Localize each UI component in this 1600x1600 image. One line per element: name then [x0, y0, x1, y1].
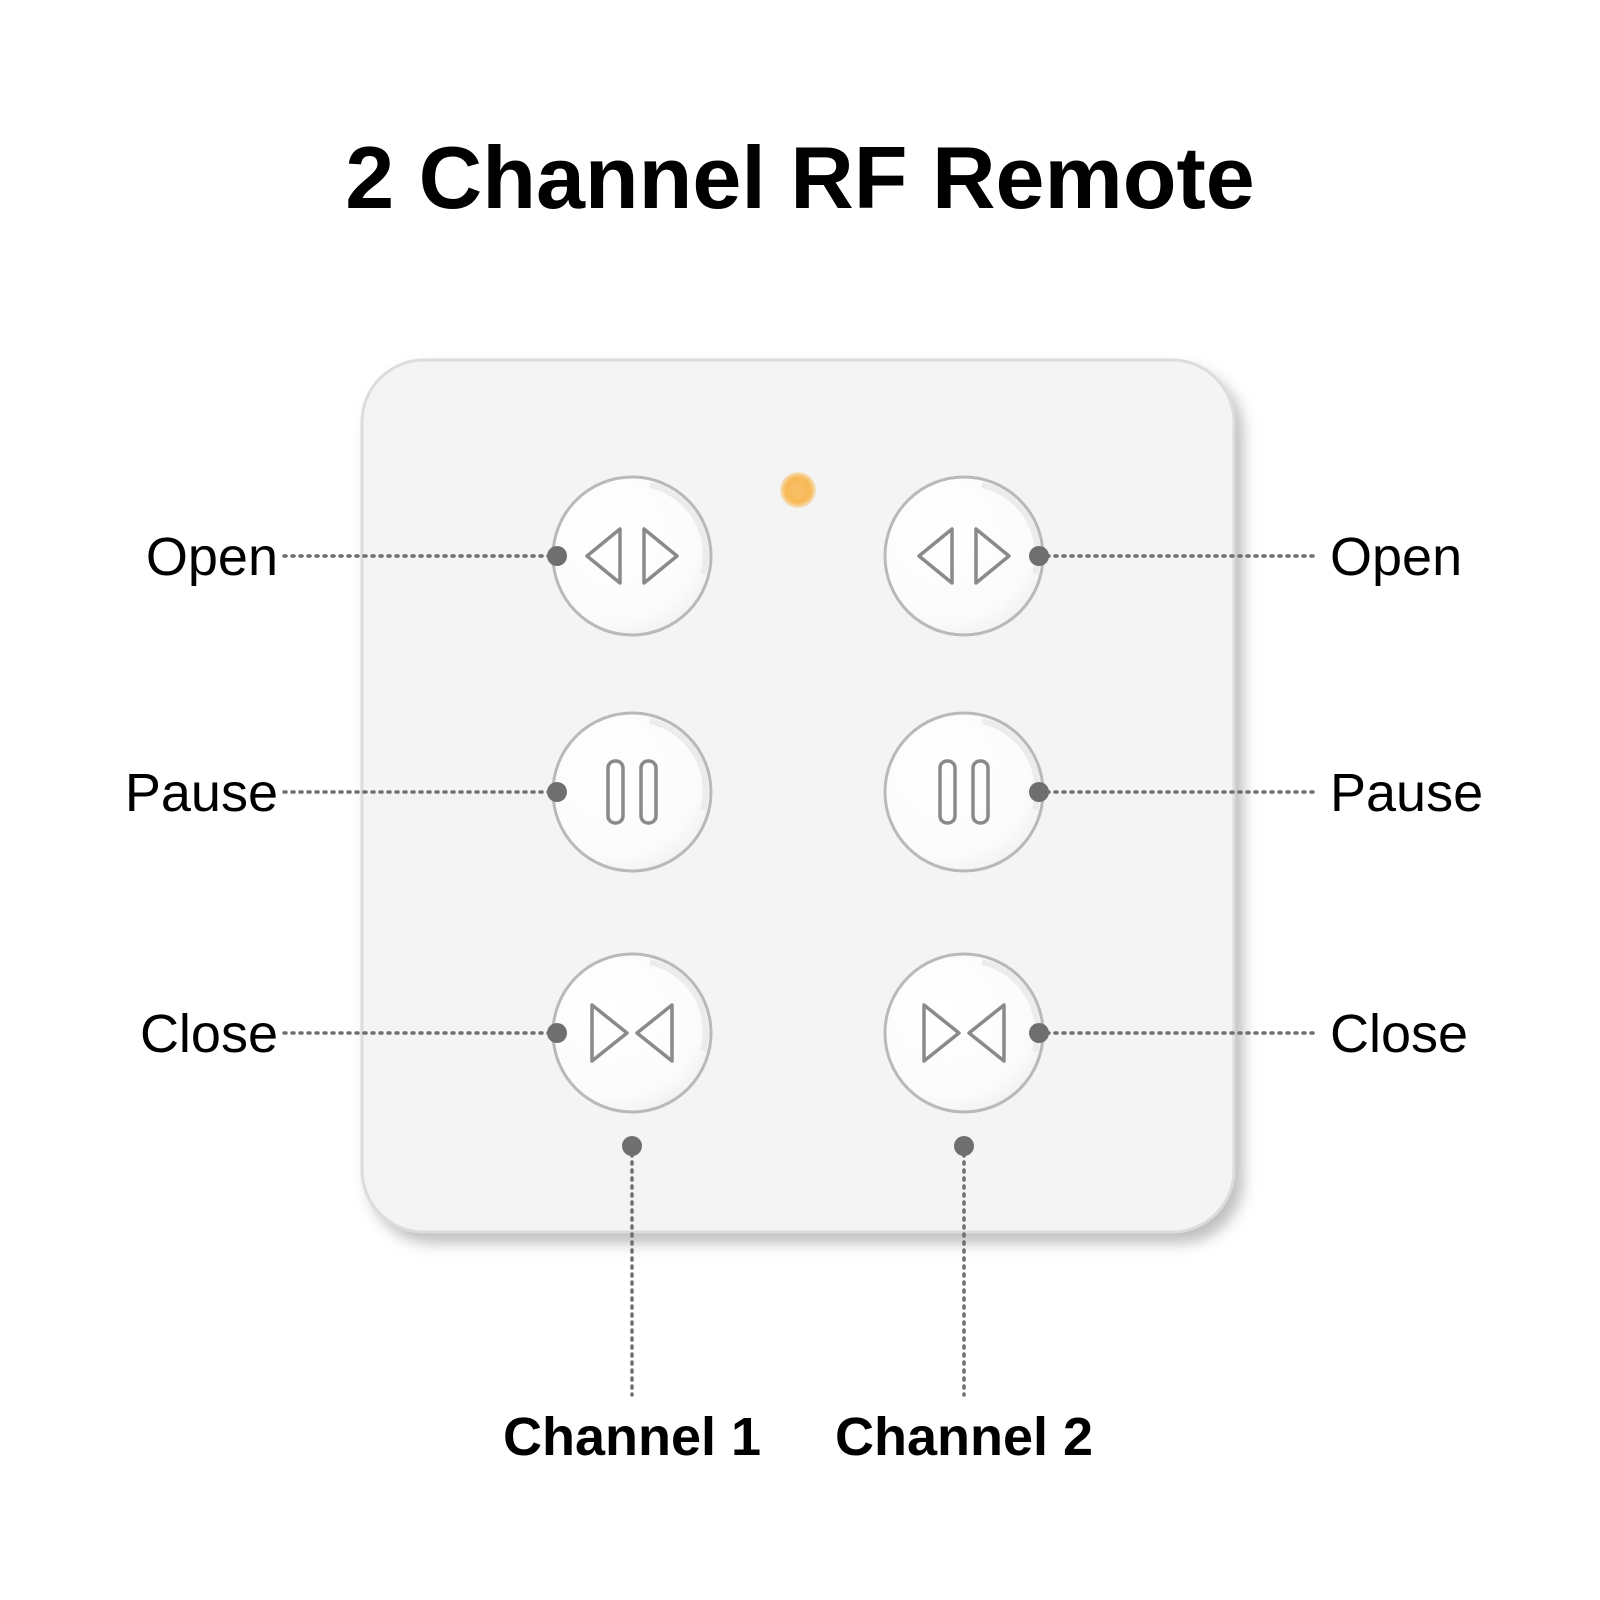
button-ring — [883, 952, 1045, 1114]
open-arrows-icon — [917, 527, 1011, 585]
channel-2-pause-label: Pause — [1330, 763, 1483, 823]
leader-dot — [1029, 1023, 1049, 1043]
channel-1-pause-button[interactable] — [551, 711, 713, 873]
channel-2-open-button[interactable] — [883, 475, 1045, 637]
channel-1-close-label: Close — [140, 1004, 278, 1064]
close-arrows-icon — [922, 1003, 1006, 1063]
channel-leader-dot — [622, 1136, 642, 1156]
button-ring — [551, 475, 713, 637]
channel-2-label: Channel 2 — [835, 1407, 1093, 1467]
channel-1-close-button[interactable] — [551, 952, 713, 1114]
channel-1-open-button[interactable] — [551, 475, 713, 637]
button-ring — [883, 475, 1045, 637]
channel-2-open-label: Open — [1330, 527, 1462, 587]
channel-2-close-button[interactable] — [883, 952, 1045, 1114]
channel-2-close-label: Close — [1330, 1004, 1468, 1064]
pause-icon — [606, 759, 658, 825]
button-ring — [883, 711, 1045, 873]
leaders-layer — [282, 546, 1320, 1397]
leader-dot — [547, 1023, 567, 1043]
button-gloss — [649, 959, 709, 1052]
leader-dot — [547, 782, 567, 802]
diagram-title: 2 Channel RF Remote — [345, 128, 1255, 227]
button-gloss — [649, 718, 709, 811]
leader-dot — [1029, 782, 1049, 802]
button-ring — [551, 711, 713, 873]
close-arrows-icon — [590, 1003, 674, 1063]
led-indicator — [780, 472, 816, 508]
leader-dot — [547, 546, 567, 566]
pause-icon — [938, 759, 990, 825]
channel-leader-dot — [954, 1136, 974, 1156]
channel-1-open-label: Open — [146, 527, 278, 587]
leader-dot — [1029, 546, 1049, 566]
button-ring — [551, 952, 713, 1114]
open-arrows-icon — [585, 527, 679, 585]
channel-2-pause-button[interactable] — [883, 711, 1045, 873]
button-gloss — [649, 482, 709, 575]
channel-1-label: Channel 1 — [503, 1407, 761, 1467]
buttons-layer — [551, 475, 1045, 1114]
channel-1-pause-label: Pause — [125, 763, 278, 823]
